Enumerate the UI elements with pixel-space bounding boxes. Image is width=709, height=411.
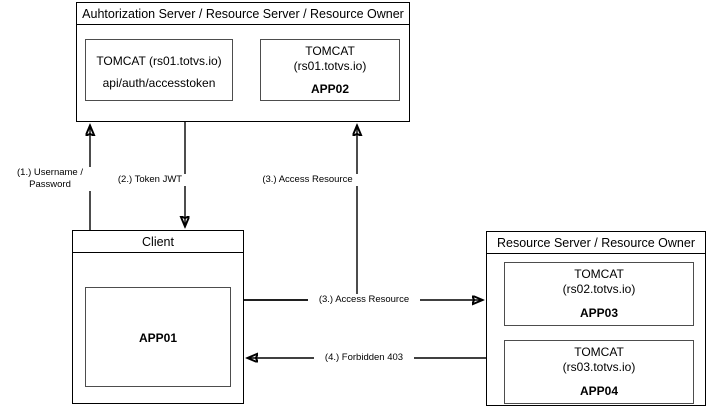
- client-container: Client APP01: [72, 230, 244, 404]
- node-app01: APP01: [85, 287, 231, 387]
- node-app03: TOMCAT (rs02.totvs.io) APP03: [504, 262, 694, 326]
- node-app02-line2: (rs01.totvs.io): [293, 59, 367, 73]
- node-app04-line2: (rs03.totvs.io): [562, 360, 636, 374]
- edge-label-forbidden-403: (4.) Forbidden 403: [314, 352, 414, 364]
- edge-label-username-password-line1: (1.) Username /: [17, 167, 83, 178]
- edge-label-username-password: (1.) Username / Password: [4, 167, 96, 191]
- node-app04-line3: APP04: [579, 384, 619, 398]
- node-app02-line3: APP02: [310, 82, 350, 96]
- node-app03-line2: (rs02.totvs.io): [562, 282, 636, 296]
- node-auth-tomcat-line2: api/auth/accesstoken: [102, 76, 216, 90]
- node-app02: TOMCAT (rs01.totvs.io) APP02: [260, 39, 400, 101]
- edge-label-access-resource-right-line1: (3.) Access Resource: [318, 294, 410, 305]
- resource-server-title: Resource Server / Resource Owner: [487, 232, 705, 254]
- node-auth-tomcat-line1: TOMCAT (rs01.totvs.io): [96, 54, 222, 68]
- wire-access-resource-app02: [244, 126, 357, 301]
- edge-label-token-jwt: (2.) Token JWT: [108, 174, 192, 186]
- node-app04: TOMCAT (rs03.totvs.io) APP04: [504, 340, 694, 404]
- edge-label-access-resource-app02-line1: (3.) Access Resource: [262, 174, 353, 185]
- client-title: Client: [73, 231, 243, 253]
- edge-label-forbidden-403-line1: (4.) Forbidden 403: [324, 352, 404, 363]
- node-auth-tomcat: TOMCAT (rs01.totvs.io) api/auth/accessto…: [85, 39, 233, 101]
- node-app03-line1: TOMCAT: [574, 267, 624, 281]
- authorization-server-title: Auhtorization Server / Resource Server /…: [77, 3, 409, 25]
- node-app02-line1: TOMCAT: [305, 44, 355, 58]
- edge-label-token-jwt-line1: (2.) Token JWT: [117, 174, 183, 185]
- edge-label-access-resource-right: (3.) Access Resource: [308, 294, 420, 306]
- node-app01-label: APP01: [138, 331, 178, 345]
- edge-label-username-password-line2: Password: [29, 179, 71, 190]
- authorization-server-container: Auhtorization Server / Resource Server /…: [76, 2, 410, 122]
- node-app03-line3: APP03: [579, 306, 619, 320]
- node-app04-line1: TOMCAT: [574, 345, 624, 359]
- edge-label-access-resource-app02: (3.) Access Resource: [253, 174, 362, 186]
- resource-server-container: Resource Server / Resource Owner TOMCAT …: [486, 231, 706, 406]
